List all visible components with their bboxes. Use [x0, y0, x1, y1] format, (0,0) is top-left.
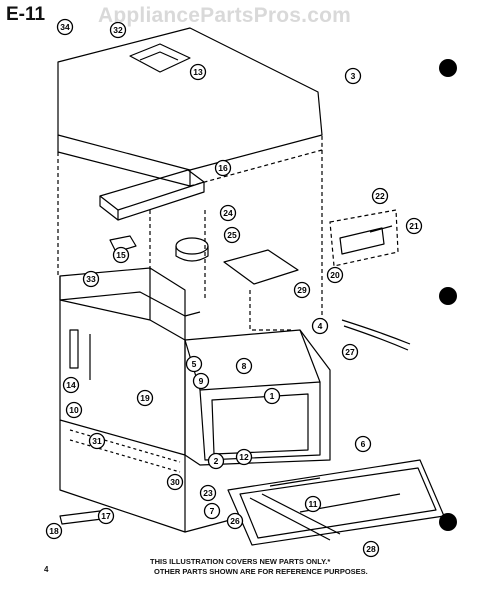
callout-28: 28	[362, 540, 380, 558]
callout-11: 11	[304, 495, 322, 513]
callout-9: 9	[192, 372, 210, 390]
callout-14: 14	[62, 376, 80, 394]
svg-text:7: 7	[210, 506, 215, 516]
callout-22: 22	[371, 187, 389, 205]
callout-29: 29	[293, 281, 311, 299]
callout-8: 8	[235, 357, 253, 375]
svg-text:4: 4	[318, 321, 323, 331]
svg-text:6: 6	[361, 439, 366, 449]
callout-12: 12	[235, 448, 253, 466]
svg-text:10: 10	[69, 405, 79, 415]
callout-26: 26	[226, 512, 244, 530]
callout-21: 21	[405, 217, 423, 235]
binder-hole-dot-bottom	[439, 513, 457, 531]
svg-text:25: 25	[227, 230, 237, 240]
top-cover-front-edge	[57, 135, 191, 187]
svg-text:5: 5	[192, 359, 197, 369]
callout-19: 19	[136, 389, 154, 407]
top-cover-right-edge	[189, 135, 323, 187]
callout-15: 15	[112, 246, 130, 264]
svg-text:13: 13	[193, 67, 203, 77]
callout-23: 23	[199, 484, 217, 502]
housing-left-panel	[59, 267, 186, 456]
svg-text:32: 32	[113, 25, 123, 35]
svg-text:31: 31	[92, 436, 102, 446]
svg-text:2: 2	[214, 456, 219, 466]
svg-text:24: 24	[223, 208, 233, 218]
svg-text:29: 29	[297, 285, 307, 295]
callout-10: 10	[65, 401, 83, 419]
svg-text:8: 8	[242, 361, 247, 371]
page-title: E-11	[6, 4, 46, 25]
watermark: AppliancePartsPros.com	[98, 4, 351, 27]
callout-13: 13	[189, 63, 207, 81]
svg-text:30: 30	[170, 477, 180, 487]
svg-text:17: 17	[101, 511, 111, 521]
callout-27: 27	[341, 343, 359, 361]
motor-body	[175, 237, 209, 255]
callout-16: 16	[214, 159, 232, 177]
svg-text:26: 26	[230, 516, 240, 526]
svg-text:12: 12	[239, 452, 249, 462]
page-number: 4	[44, 565, 49, 574]
binder-hole-dot-top	[439, 59, 457, 77]
callout-32: 32	[109, 21, 127, 39]
svg-text:33: 33	[86, 274, 96, 284]
callout-group: 1234567891011121314151617181920212223242…	[45, 18, 423, 558]
callout-30: 30	[166, 473, 184, 491]
callout-4: 4	[311, 317, 329, 335]
callout-31: 31	[88, 432, 106, 450]
svg-text:14: 14	[66, 380, 76, 390]
svg-text:23: 23	[203, 488, 213, 498]
svg-text:15: 15	[116, 250, 126, 260]
svg-text:9: 9	[199, 376, 204, 386]
callout-6: 6	[354, 435, 372, 453]
callout-5: 5	[185, 355, 203, 373]
svg-text:21: 21	[409, 221, 419, 231]
svg-text:1: 1	[270, 391, 275, 401]
callout-7: 7	[203, 502, 221, 520]
footer-line-1: THIS ILLUSTRATION COVERS NEW PARTS ONLY.…	[150, 557, 331, 566]
callout-2: 2	[207, 452, 225, 470]
svg-text:22: 22	[375, 191, 385, 201]
svg-text:19: 19	[140, 393, 150, 403]
callout-20: 20	[326, 266, 344, 284]
callout-34: 34	[56, 18, 74, 36]
top-cover-outline	[57, 27, 323, 171]
callout-25: 25	[223, 226, 241, 244]
svg-text:18: 18	[49, 526, 59, 536]
svg-text:3: 3	[351, 71, 356, 81]
callout-24: 24	[219, 204, 237, 222]
footer-line-2: OTHER PARTS SHOWN ARE FOR REFERENCE PURP…	[154, 567, 368, 576]
callout-1: 1	[263, 387, 281, 405]
callout-33: 33	[82, 270, 100, 288]
svg-text:20: 20	[330, 270, 340, 280]
svg-text:34: 34	[60, 22, 70, 32]
svg-text:28: 28	[366, 544, 376, 554]
svg-text:16: 16	[218, 163, 228, 173]
callout-17: 17	[97, 507, 115, 525]
footer-note: THIS ILLUSTRATION COVERS NEW PARTS ONLY.…	[150, 557, 400, 577]
svg-text:11: 11	[309, 499, 318, 509]
base-pan	[59, 420, 186, 533]
svg-text:27: 27	[345, 347, 355, 357]
callout-3: 3	[344, 67, 362, 85]
binder-hole-dot-middle	[439, 287, 457, 305]
circuit-board-outline	[223, 249, 299, 285]
callout-18: 18	[45, 522, 63, 540]
